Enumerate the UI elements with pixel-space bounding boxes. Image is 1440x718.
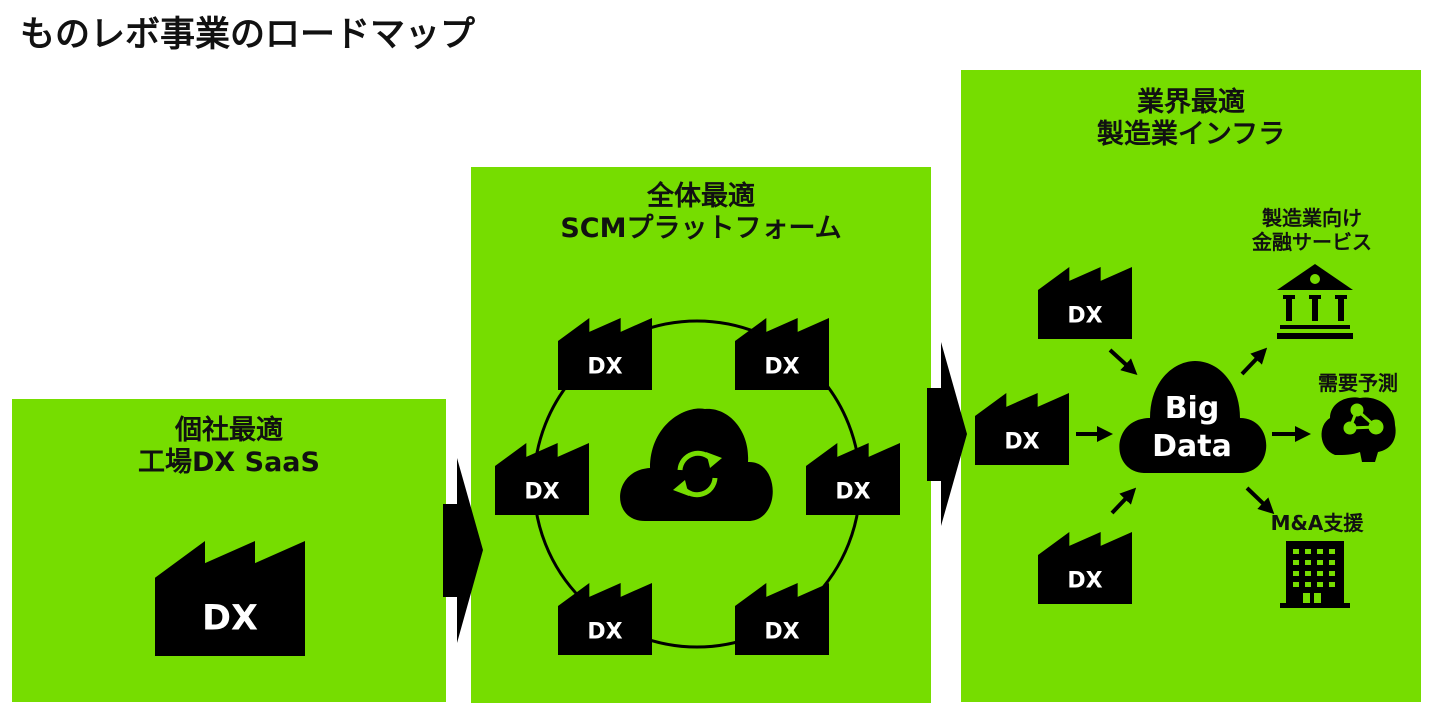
stage-arrow-2-icon: [927, 342, 967, 526]
panel-heading-line2: 工場DX SaaS: [138, 446, 320, 478]
stage-arrow-1-icon: [443, 458, 483, 643]
factory-dx-label: DX: [764, 619, 799, 644]
panel-heading-line2: SCMプラットフォーム: [560, 212, 842, 244]
factory-icon: DX: [1038, 532, 1132, 604]
building-window: [1293, 560, 1299, 565]
factory-icon: DX: [558, 583, 652, 655]
building-window: [1317, 549, 1323, 554]
flow-arrow-out-top: [1240, 347, 1268, 376]
factory-dx-label: DX: [1004, 429, 1039, 454]
stage-panel-industry: 業界最適 製造業インフラ: [961, 70, 1421, 702]
factory-dx-label: DX: [202, 598, 258, 638]
flow-arrow-in-top: [1108, 348, 1138, 376]
stage-panel-individual: 個社最適 工場DX SaaS: [12, 399, 446, 702]
factory-icon: DX: [735, 583, 829, 655]
building-window: [1293, 571, 1299, 576]
panel-heading: 個社最適 工場DX SaaS: [12, 415, 446, 479]
building-window: [1305, 560, 1311, 565]
building-window: [1317, 560, 1323, 565]
building-window: [1305, 549, 1311, 554]
panel-heading-line1: 全体最適: [647, 181, 755, 212]
building-window: [1293, 549, 1299, 554]
cloud-sync-icon: [620, 408, 773, 521]
building-window: [1317, 582, 1323, 587]
big-data-label-line1: Big: [1165, 391, 1220, 426]
output-label-finance-line1: 製造業向け: [1262, 206, 1362, 230]
panel-heading-line1: 業界最適: [1137, 87, 1245, 118]
panel-heading: 業界最適 製造業インフラ: [961, 87, 1421, 151]
building-window: [1329, 549, 1335, 554]
factory-dx-label: DX: [587, 354, 622, 379]
building-window: [1329, 582, 1335, 587]
output-label-finance-line2: 金融サービス: [1252, 230, 1372, 254]
output-label-ma-support: M&A支援: [1270, 511, 1364, 535]
panel-heading-line1: 個社最適: [175, 415, 283, 446]
output-label-finance: 製造業向け 金融サービス: [1232, 206, 1392, 254]
building-window: [1317, 571, 1323, 576]
office-building-icon: [1280, 541, 1350, 608]
building-window: [1329, 571, 1335, 576]
flow-arrow-out-bottom: [1245, 486, 1275, 515]
bank-icon: [1277, 264, 1353, 339]
factory-dx-label: DX: [1067, 568, 1102, 593]
factory-icon: DX: [1038, 267, 1132, 339]
flow-arrow-in-bottom: [1110, 487, 1137, 515]
factory-icon: DX: [495, 443, 589, 515]
factory-icon: DX: [558, 318, 652, 390]
factory-dx-label: DX: [835, 479, 870, 504]
output-label-demand-forecast: 需要予測: [1318, 371, 1398, 395]
factory-icon: DX: [806, 443, 900, 515]
building-window: [1305, 582, 1311, 587]
factory-icon: DX: [155, 541, 305, 656]
factory-icon: DX: [735, 318, 829, 390]
factory-dx-label: DX: [524, 479, 559, 504]
factory-dx-label: DX: [1067, 303, 1102, 328]
building-window: [1305, 571, 1311, 576]
factory-dx-label: DX: [587, 619, 622, 644]
building-window: [1293, 582, 1299, 587]
panel-heading-line2: 製造業インフラ: [1096, 118, 1286, 150]
big-data-label-line2: Data: [1152, 429, 1232, 464]
factory-icon: DX: [975, 393, 1069, 465]
factory-dx-label: DX: [764, 354, 799, 379]
panel-heading: 全体最適 SCMプラットフォーム: [471, 181, 931, 245]
page-title: ものレボ事業のロードマップ: [20, 15, 476, 55]
building-window: [1329, 560, 1335, 565]
brain-network-icon: [1321, 397, 1396, 462]
big-data-cloud-icon: Big Data: [1119, 361, 1267, 473]
